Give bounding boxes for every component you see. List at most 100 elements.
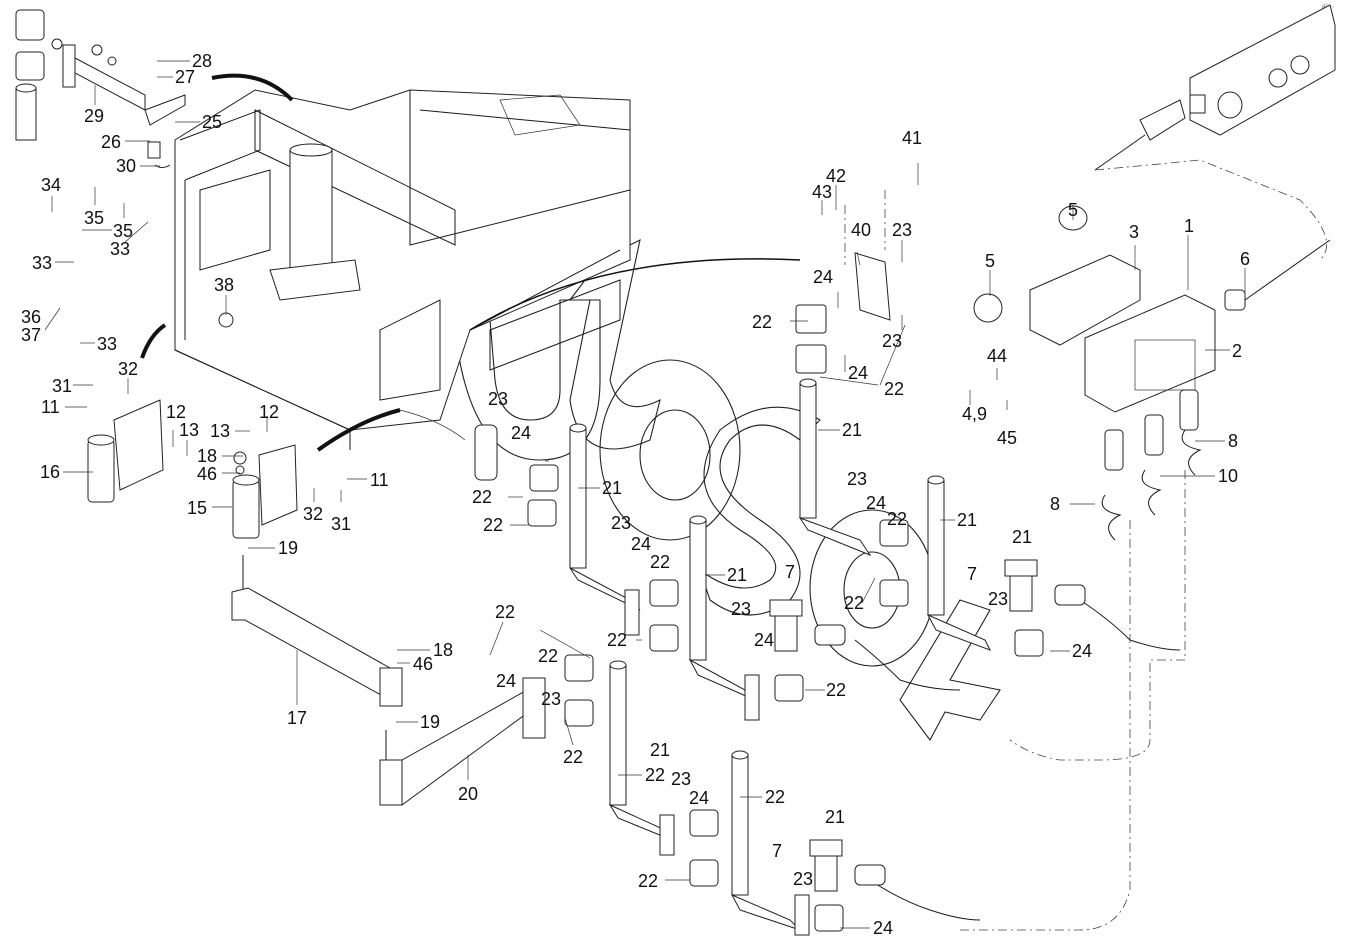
callout-label: 22: [638, 871, 659, 891]
callout-label: 23: [847, 469, 868, 489]
callout-label: 24: [1072, 641, 1093, 661]
callout-label: 33: [32, 253, 53, 273]
callout-label: 6: [1240, 249, 1251, 269]
callout-label: 43: [812, 182, 833, 202]
callout-label: 42: [826, 166, 847, 186]
hinge-brackets: [87, 399, 546, 806]
callout-label: 19: [278, 538, 299, 558]
arrow-icon: [140, 323, 167, 359]
callout-label: 21: [1012, 527, 1033, 547]
cable-route: [960, 520, 1131, 931]
callout-label: 23: [793, 869, 814, 889]
callout-label: 23: [882, 331, 903, 351]
callout-label: 46: [197, 464, 218, 484]
callout-label: 24: [689, 788, 710, 808]
callout-label: 15: [187, 498, 208, 518]
callout-label: 35: [84, 208, 105, 228]
callout-label: 22: [650, 552, 671, 572]
callout-label: 22: [607, 630, 628, 650]
sensor-holders: [769, 559, 1086, 892]
callout-label: 24: [866, 493, 887, 513]
callout-label: 11: [41, 397, 60, 417]
callout-label: 31: [52, 376, 73, 396]
callout-label: 33: [110, 239, 131, 259]
callout-label: 20: [458, 784, 479, 804]
callout-label: 5: [985, 251, 996, 271]
callout-label: 13: [179, 420, 200, 440]
callout-label: 45: [997, 428, 1018, 448]
bracket-40-group: [795, 190, 891, 374]
callout-label: 29: [84, 106, 105, 126]
callout-label: 18: [197, 446, 218, 466]
callout-label: 23: [988, 589, 1009, 609]
callout-label: 32: [118, 359, 139, 379]
callout-label: 28: [192, 51, 213, 71]
callout-label: 32: [303, 504, 324, 524]
callout-label: 26: [101, 132, 122, 152]
callout-label: 8: [1050, 494, 1061, 514]
callout-label: 23: [731, 599, 752, 619]
callout-label: 24: [873, 918, 894, 938]
callout-label: 23: [892, 220, 913, 240]
callout-label: 21: [727, 565, 748, 585]
callout-label: 22: [563, 747, 584, 767]
callout-label: 5: [1068, 200, 1079, 220]
callout-label: 23: [671, 769, 692, 789]
callout-label: 4,9: [962, 404, 988, 424]
callout-label: 12: [259, 402, 280, 422]
arrow-icon: [211, 73, 294, 102]
leader-lines: [44, 60, 1246, 929]
callout-label: 25: [202, 112, 223, 132]
callout-label: 1: [1184, 216, 1195, 236]
callout-label: 22: [844, 593, 865, 613]
callout-label: 40: [851, 220, 872, 240]
callout-label: 24: [631, 534, 652, 554]
callout-label: 23: [541, 689, 562, 709]
callout-label: 17: [287, 708, 308, 728]
callout-label: 44: [987, 346, 1008, 366]
callout-label: 22: [472, 487, 493, 507]
callout-label: 22: [887, 509, 908, 529]
callout-label: 7: [967, 564, 978, 584]
callout-label: 31: [331, 514, 352, 534]
callout-label: 2: [1232, 341, 1243, 361]
callout-label: 24: [754, 630, 775, 650]
callout-label: 46: [413, 654, 434, 674]
callout-label: 22: [538, 646, 559, 666]
callout-label: 21: [602, 478, 623, 498]
callout-label: 34: [41, 175, 62, 195]
callout-label: 22: [495, 602, 516, 622]
callout-label: 13: [210, 421, 231, 441]
callout-label: 22: [645, 765, 666, 785]
callout-label: 7: [772, 841, 783, 861]
electrical-box-group: [973, 205, 1331, 541]
callout-label: 18: [433, 640, 454, 660]
callout-label: 23: [488, 389, 509, 409]
callout-label: 24: [813, 267, 834, 287]
callout-label: 22: [884, 379, 905, 399]
callout-label: 7: [785, 562, 796, 582]
callout-label: 22: [826, 680, 847, 700]
callout-label: 19: [420, 712, 441, 732]
callout-label: 21: [650, 740, 671, 760]
cable-route: [1009, 470, 1186, 761]
arrow-icon: [316, 408, 401, 452]
callout-label: 24: [496, 671, 517, 691]
callout-label: 23: [611, 513, 632, 533]
clamps-22: [474, 424, 1044, 932]
main-frame-assembly: [174, 89, 631, 450]
clamp-bracket-29-group: [15, 9, 186, 168]
callout-label: 22: [483, 515, 504, 535]
callout-label: 30: [116, 156, 137, 176]
callout-label: 21: [842, 420, 863, 440]
callout-label: 33: [97, 334, 118, 354]
mounting-posts: [569, 378, 992, 936]
callout-label: 3: [1129, 222, 1140, 242]
callout-label: 22: [765, 787, 786, 807]
callout-label: 10: [1218, 466, 1239, 486]
callout-label: 22: [752, 312, 773, 332]
callout-label: 21: [825, 807, 846, 827]
callout-label: 24: [511, 423, 532, 443]
